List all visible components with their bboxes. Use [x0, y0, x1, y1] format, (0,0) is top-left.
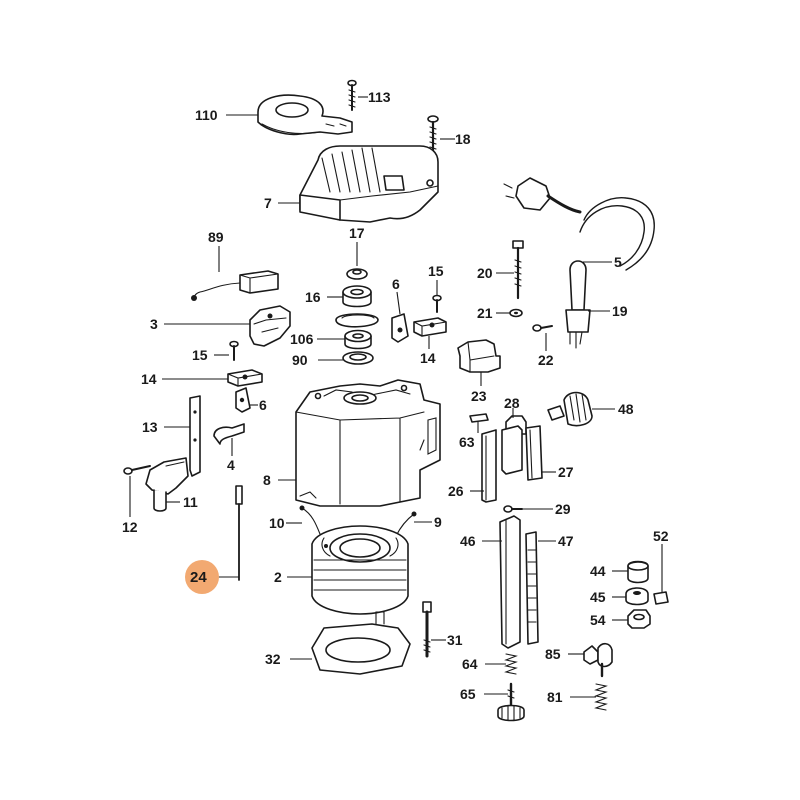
part-16-bearing: [342, 285, 372, 308]
label-85: 85: [545, 646, 561, 662]
label-32: 32: [265, 651, 281, 667]
part-13-strip: [189, 395, 201, 477]
label-65: 65: [460, 686, 476, 702]
part-4-spring-clip: [213, 423, 245, 445]
part-14-clamp-lower: [227, 369, 263, 387]
label-54: 54: [590, 612, 606, 628]
part-29-screw: [503, 505, 523, 513]
part-3-brush-holder: [249, 305, 291, 347]
label-113: 113: [368, 89, 391, 105]
part-26-rail: [481, 429, 497, 503]
part-12-screw: [123, 465, 151, 475]
label-6b: 6: [259, 397, 267, 413]
label-20: 20: [477, 265, 493, 281]
label-21: 21: [477, 305, 493, 321]
part-seal: [335, 313, 379, 328]
label-8: 8: [263, 472, 271, 488]
label-63: 63: [459, 434, 475, 450]
label-110: 110: [195, 107, 218, 123]
part-6-clip-lower: [235, 387, 251, 413]
label-4: 4: [227, 457, 235, 473]
label-106: 106: [290, 331, 314, 347]
label-14a: 14: [420, 350, 436, 366]
label-7: 7: [264, 195, 272, 211]
label-81: 81: [547, 689, 563, 705]
label-10: 10: [269, 515, 285, 531]
part-24-wire-pin: [235, 485, 243, 581]
label-11: 11: [183, 494, 198, 510]
part-14-clamp-upper: [413, 317, 447, 337]
label-26: 26: [448, 483, 464, 499]
part-48-knob: [547, 391, 593, 427]
label-22: 22: [538, 352, 554, 368]
label-13: 13: [142, 419, 158, 435]
label-31: 31: [447, 632, 463, 648]
part-31-bolt: [422, 601, 432, 658]
label-45: 45: [590, 589, 606, 605]
label-52: 52: [653, 528, 669, 544]
label-5: 5: [614, 254, 622, 270]
part-22-screw: [532, 324, 553, 332]
part-2-stator: [311, 525, 409, 615]
label-90: 90: [292, 352, 308, 368]
part-54-nut: [627, 609, 651, 629]
part-113-screw: [347, 79, 357, 111]
part-32-base: [311, 611, 411, 675]
part-27-rail: [501, 425, 543, 481]
label-44: 44: [590, 563, 606, 579]
label-48: 48: [618, 401, 634, 417]
part-110-bracket: [257, 94, 353, 136]
label-29: 29: [555, 501, 571, 517]
label-9: 9: [434, 514, 442, 530]
label-15a: 15: [428, 263, 444, 279]
part-64-spring: [504, 653, 518, 675]
label-2: 2: [274, 569, 282, 585]
label-19: 19: [612, 303, 628, 319]
part-44-nut: [627, 560, 649, 584]
label-3: 3: [150, 316, 158, 332]
label-89: 89: [208, 229, 224, 245]
label-6a: 6: [392, 276, 400, 292]
part-19-strain-relief: [565, 309, 591, 349]
label-14b: 14: [141, 371, 157, 387]
part-46-column: [499, 515, 521, 649]
part-89-brush: [191, 270, 279, 301]
label-12: 12: [122, 519, 138, 535]
part-11-lever: [145, 457, 189, 512]
highlight-marker-24: [185, 560, 219, 594]
part-7-cover: [299, 145, 439, 223]
part-6-clip-upper: [391, 313, 409, 343]
label-28: 28: [504, 395, 520, 411]
label-18: 18: [455, 131, 471, 147]
part-5-power-cord: [503, 177, 655, 311]
part-17-ring: [346, 268, 368, 280]
label-24: 24: [190, 569, 207, 586]
label-64: 64: [462, 656, 478, 672]
part-15-screw-upper: [432, 294, 442, 313]
part-106-bearing: [344, 329, 372, 350]
label-15b: 15: [192, 347, 208, 363]
part-21-washer: [509, 308, 523, 318]
part-20-screw: [512, 240, 524, 300]
part-85-knob: [583, 642, 613, 678]
label-46: 46: [460, 533, 476, 549]
part-15-screw-lower: [229, 340, 239, 361]
part-8-housing: [295, 379, 441, 507]
part-52-plate: [653, 591, 669, 605]
part-81-spring: [594, 683, 608, 711]
part-65-thumb-screw: [497, 682, 525, 722]
label-17: 17: [349, 225, 365, 241]
part-47-scale: [525, 531, 539, 645]
part-90-ring: [342, 351, 374, 365]
part-23-clamp: [457, 339, 501, 373]
label-47: 47: [558, 533, 574, 549]
label-27: 27: [558, 464, 574, 480]
label-23: 23: [471, 388, 487, 404]
part-45-washer: [625, 587, 649, 606]
label-16: 16: [305, 289, 321, 305]
part-63-plate: [469, 413, 489, 423]
